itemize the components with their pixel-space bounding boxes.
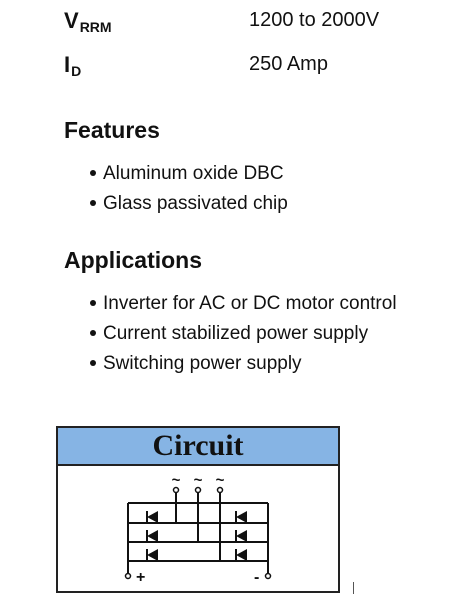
spec-id-value: 250 Amp xyxy=(249,53,328,75)
spec-vrrm: VRRM 1200 to 2000V xyxy=(64,8,444,38)
ac-terminal-1: ~ xyxy=(172,472,181,489)
list-item: Switching power supply xyxy=(90,349,397,379)
minus-terminal-label: - xyxy=(254,569,259,586)
circuit-title: Circuit xyxy=(152,429,244,462)
bullet-icon xyxy=(90,199,96,206)
spec-vrrm-symbol: VRRM xyxy=(64,8,112,35)
bridge-rectifier-diagram: ~ ~ ~ + - xyxy=(124,472,272,586)
ac-terminal-3: ~ xyxy=(216,472,225,489)
ac-terminal-2: ~ xyxy=(194,472,203,489)
divider xyxy=(353,582,354,594)
circuit-panel: Circuit xyxy=(56,426,340,593)
list-item: Glass passivated chip xyxy=(90,189,288,219)
bullet-icon xyxy=(90,299,96,306)
circuit-header: Circuit xyxy=(58,428,338,466)
list-item: Inverter for AC or DC motor control xyxy=(90,289,397,319)
bullet-icon xyxy=(90,329,96,336)
features-heading: Features xyxy=(64,117,160,143)
applications-heading: Applications xyxy=(64,247,203,273)
bullet-icon xyxy=(90,359,96,366)
plus-terminal-label: + xyxy=(136,569,145,586)
list-item: Aluminum oxide DBC xyxy=(90,159,288,189)
applications-list: Inverter for AC or DC motor control Curr… xyxy=(90,289,397,379)
spec-id: ID 250 Amp xyxy=(64,52,444,82)
spec-vrrm-value: 1200 to 2000V xyxy=(249,9,380,31)
spec-id-symbol: ID xyxy=(64,52,82,79)
bullet-icon xyxy=(90,169,96,176)
list-item: Current stabilized power supply xyxy=(90,319,397,349)
features-list: Aluminum oxide DBC Glass passivated chip xyxy=(90,159,288,219)
